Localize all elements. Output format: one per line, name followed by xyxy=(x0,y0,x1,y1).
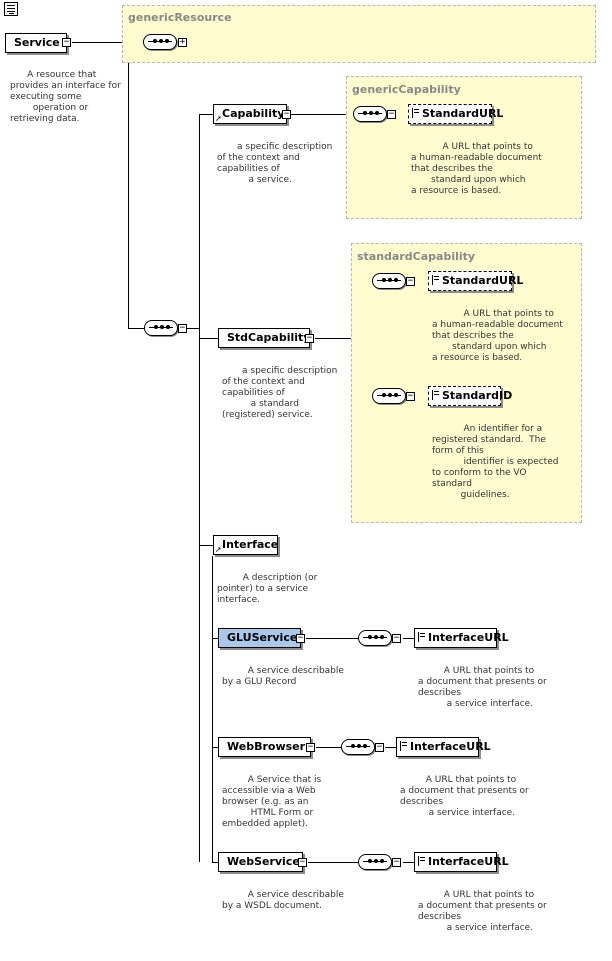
interface-url-label: InterfaceURL xyxy=(410,740,491,753)
sequence-compositor-icon[interactable] xyxy=(143,34,177,50)
minus-toggle-icon[interactable]: − xyxy=(375,742,384,752)
sequence-compositor-icon[interactable] xyxy=(358,854,392,870)
service-label: Service xyxy=(14,36,60,49)
minus-toggle-icon[interactable]: − xyxy=(282,109,291,119)
web-service-description: A service describable by a WSDL document… xyxy=(222,890,344,911)
standard-url-label: StandardURL xyxy=(422,107,504,120)
interface-node[interactable]: Interface ➚ xyxy=(213,535,278,555)
element-content-icon xyxy=(400,741,407,751)
generic-capability-title: genericCapability xyxy=(352,83,461,96)
element-content-icon xyxy=(432,390,439,400)
capability-description: a specific description of the context an… xyxy=(217,142,333,185)
sequence-compositor-icon[interactable] xyxy=(358,630,392,646)
standard-id-node[interactable]: StandardID xyxy=(428,386,512,406)
interface-url-label: InterfaceURL xyxy=(428,855,509,868)
interface-url-node[interactable]: InterfaceURL xyxy=(414,628,509,648)
minus-toggle-icon[interactable]: − xyxy=(387,109,396,119)
web-service-label: WebService xyxy=(227,855,300,868)
std-capability-node[interactable]: StdCapability xyxy=(218,328,310,348)
interface-description: A description (or pointer) to a service … xyxy=(217,573,318,605)
reference-arrow-icon: ➚ xyxy=(215,545,222,554)
minus-toggle-icon[interactable]: − xyxy=(306,742,315,752)
sequence-compositor-icon[interactable] xyxy=(372,388,406,404)
standard-url-node[interactable]: StandardURL xyxy=(408,104,503,124)
element-content-icon xyxy=(418,632,425,642)
web-browser-node[interactable]: WebBrowser xyxy=(218,737,311,757)
plus-toggle-icon[interactable]: + xyxy=(178,37,187,47)
standard-capability-title: standardCapability xyxy=(357,250,476,263)
element-content-icon xyxy=(412,108,419,118)
interface-url-node[interactable]: InterfaceURL xyxy=(414,852,509,872)
minus-toggle-icon[interactable]: − xyxy=(392,857,401,867)
interface-label: Interface xyxy=(222,538,279,551)
interface-url-description: A URL that points to a document that pre… xyxy=(418,666,547,709)
generic-resource-group xyxy=(122,5,596,63)
standard-id-description: An identifier for a registered standard.… xyxy=(432,424,559,500)
glu-service-label: GLUService xyxy=(227,631,298,644)
minus-toggle-icon[interactable]: − xyxy=(296,633,305,643)
interface-url-label: InterfaceURL xyxy=(428,631,509,644)
schema-icon[interactable] xyxy=(4,2,18,16)
interface-url-node[interactable]: InterfaceURL xyxy=(396,737,491,757)
minus-toggle-icon[interactable]: − xyxy=(406,276,415,286)
web-service-node[interactable]: WebService xyxy=(218,852,303,872)
sequence-compositor-icon[interactable] xyxy=(144,320,178,336)
sequence-compositor-icon[interactable] xyxy=(353,106,387,122)
glu-service-description: A service describable by a GLU Record xyxy=(222,666,344,687)
generic-capability-group xyxy=(346,76,582,219)
generic-resource-title: genericResource xyxy=(128,11,232,24)
standard-id-label: StandardID xyxy=(442,389,513,402)
web-browser-label: WebBrowser xyxy=(227,740,306,753)
service-node[interactable]: Service xyxy=(5,33,67,53)
capability-label: Capability xyxy=(222,107,285,120)
minus-toggle-icon[interactable]: − xyxy=(178,323,187,333)
reference-arrow-icon: ➚ xyxy=(215,114,222,123)
minus-toggle-icon[interactable]: − xyxy=(298,857,307,867)
minus-toggle-icon[interactable]: − xyxy=(392,633,401,643)
standard-capability-group xyxy=(351,243,582,523)
standard-url-description: A URL that points to a human-readable do… xyxy=(432,309,563,363)
interface-url-description: A URL that points to a document that pre… xyxy=(418,890,547,933)
std-capability-label: StdCapability xyxy=(227,331,311,344)
standard-url-node[interactable]: StandardURL xyxy=(428,271,523,291)
minus-toggle-icon[interactable]: − xyxy=(62,37,71,47)
capability-node[interactable]: Capability ➚ xyxy=(213,104,287,124)
element-content-icon xyxy=(418,856,425,866)
minus-toggle-icon[interactable]: − xyxy=(406,391,415,401)
interface-url-description: A URL that points to a document that pre… xyxy=(400,775,529,818)
std-capability-description: a specific description of the context an… xyxy=(222,366,338,420)
web-browser-description: A Service that is accessible via a Web b… xyxy=(222,775,322,829)
sequence-compositor-icon[interactable] xyxy=(372,273,406,289)
standard-url-label: StandardURL xyxy=(442,274,524,287)
element-content-icon xyxy=(432,275,439,285)
glu-service-node[interactable]: GLUService xyxy=(218,628,301,648)
sequence-compositor-icon[interactable] xyxy=(341,739,375,755)
service-description: A resource that provides an interface fo… xyxy=(10,70,121,124)
minus-toggle-icon[interactable]: − xyxy=(305,333,314,343)
standard-url-description: A URL that points to a human-readable do… xyxy=(411,142,542,196)
